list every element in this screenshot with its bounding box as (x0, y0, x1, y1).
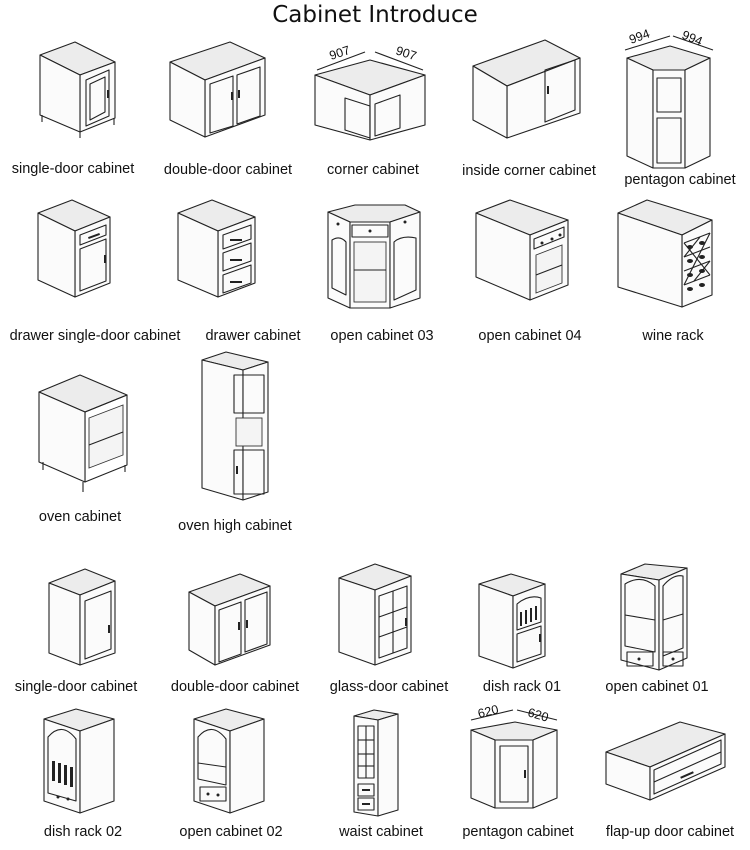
label-single-door-cabinet-wall: single-door cabinet (14, 679, 138, 695)
flap-up-door-cabinet-drawing (605, 721, 726, 801)
single-door-cabinet-drawing (39, 41, 116, 138)
cabinet-item-drawer (170, 195, 270, 305)
cabinet-item-dish-rack-01 (475, 570, 565, 675)
cabinet-item-double-door-wall (185, 570, 285, 670)
cabinet-item-single-door-base (30, 40, 140, 140)
glass-door-cabinet-drawing (338, 563, 412, 666)
label-pentagon-cabinet-base: pentagon cabinet (624, 172, 736, 188)
label-drawer-single-door-cabinet: drawer single-door cabinet (9, 328, 181, 344)
label-dish-rack-02: dish rack 02 (43, 824, 123, 840)
open-cabinet-02-drawing (193, 708, 265, 814)
label-dish-rack-01: dish rack 01 (482, 679, 562, 695)
cabinet-item-drawer-single-door (30, 195, 130, 305)
label-single-door-cabinet-base: single-door cabinet (11, 161, 135, 177)
cabinet-item-open-03 (320, 200, 425, 310)
label-glass-door-cabinet: glass-door cabinet (329, 679, 449, 695)
dim-corner-left: 907 (328, 43, 352, 63)
label-pentagon-cabinet-wall: pentagon cabinet (462, 824, 574, 840)
pentagon-wall-cabinet-drawing: 620 620 (470, 702, 558, 809)
label-open-cabinet-02: open cabinet 02 (179, 824, 283, 840)
cabinet-item-pentagon-base: 994 994 (615, 27, 725, 169)
dish-rack-01-drawing (478, 573, 546, 669)
dim-pentagon-left: 994 (627, 27, 651, 47)
single-door-wall-cabinet-drawing (48, 568, 116, 666)
label-double-door-cabinet-wall: double-door cabinet (170, 679, 300, 695)
dim-pentagon-wall-right: 620 (526, 705, 550, 724)
dish-rack-02-drawing (43, 708, 115, 814)
cabinet-item-oven-high (198, 350, 278, 505)
drawer-single-door-cabinet-drawing (37, 199, 111, 298)
label-flap-up-door-cabinet: flap-up door cabinet (605, 824, 735, 840)
cabinet-item-corner: 907 907 (305, 40, 435, 150)
cabinet-item-flap-up-door (600, 712, 730, 812)
corner-cabinet-drawing: 907 907 (314, 43, 426, 141)
label-open-cabinet-04: open cabinet 04 (478, 328, 582, 344)
cabinet-item-glass-door (335, 560, 425, 670)
label-oven-high-cabinet: oven high cabinet (178, 518, 292, 534)
cabinet-item-wine-rack (612, 195, 722, 310)
pentagon-cabinet-drawing: 994 994 (624, 27, 714, 169)
label-corner-cabinet: corner cabinet (327, 162, 419, 178)
label-waist-cabinet: waist cabinet (339, 824, 423, 840)
cabinet-item-open-01 (615, 560, 705, 675)
drawer-cabinet-drawing (177, 199, 256, 298)
oven-high-cabinet-drawing (201, 351, 269, 501)
oven-cabinet-drawing (38, 374, 128, 492)
label-double-door-cabinet-base: double-door cabinet (163, 162, 293, 178)
dim-corner-right: 907 (394, 44, 418, 64)
open-cabinet-03-drawing (327, 204, 421, 309)
open-cabinet-04-drawing (475, 199, 569, 301)
label-oven-cabinet: oven cabinet (38, 509, 122, 525)
cabinet-item-inside-corner (465, 38, 595, 139)
label-open-cabinet-01: open cabinet 01 (605, 679, 709, 695)
cabinet-item-pentagon-wall: 620 620 (465, 702, 565, 818)
double-door-wall-cabinet-drawing (188, 573, 271, 666)
label-inside-corner-cabinet: inside corner cabinet (462, 163, 596, 179)
double-door-cabinet-drawing (169, 41, 266, 138)
page-title: Cabinet Introduce (272, 2, 478, 28)
cabinet-item-open-04 (470, 195, 580, 305)
cabinet-item-dish-rack-02 (40, 705, 130, 815)
cabinet-item-single-door-wall (45, 565, 135, 675)
dim-pentagon-wall-left: 620 (476, 702, 500, 721)
cabinet-item-oven (35, 370, 135, 495)
waist-cabinet-drawing (353, 709, 399, 817)
cabinet-item-waist (350, 708, 410, 818)
inside-corner-cabinet-drawing (472, 39, 581, 139)
wine-rack-drawing (617, 199, 713, 308)
open-cabinet-01-drawing (620, 563, 688, 671)
label-open-cabinet-03: open cabinet 03 (330, 328, 434, 344)
label-wine-rack: wine rack (642, 328, 704, 344)
cabinet-item-double-door-base (165, 40, 275, 140)
cabinet-item-open-02 (190, 705, 280, 815)
label-drawer-cabinet: drawer cabinet (205, 328, 301, 344)
